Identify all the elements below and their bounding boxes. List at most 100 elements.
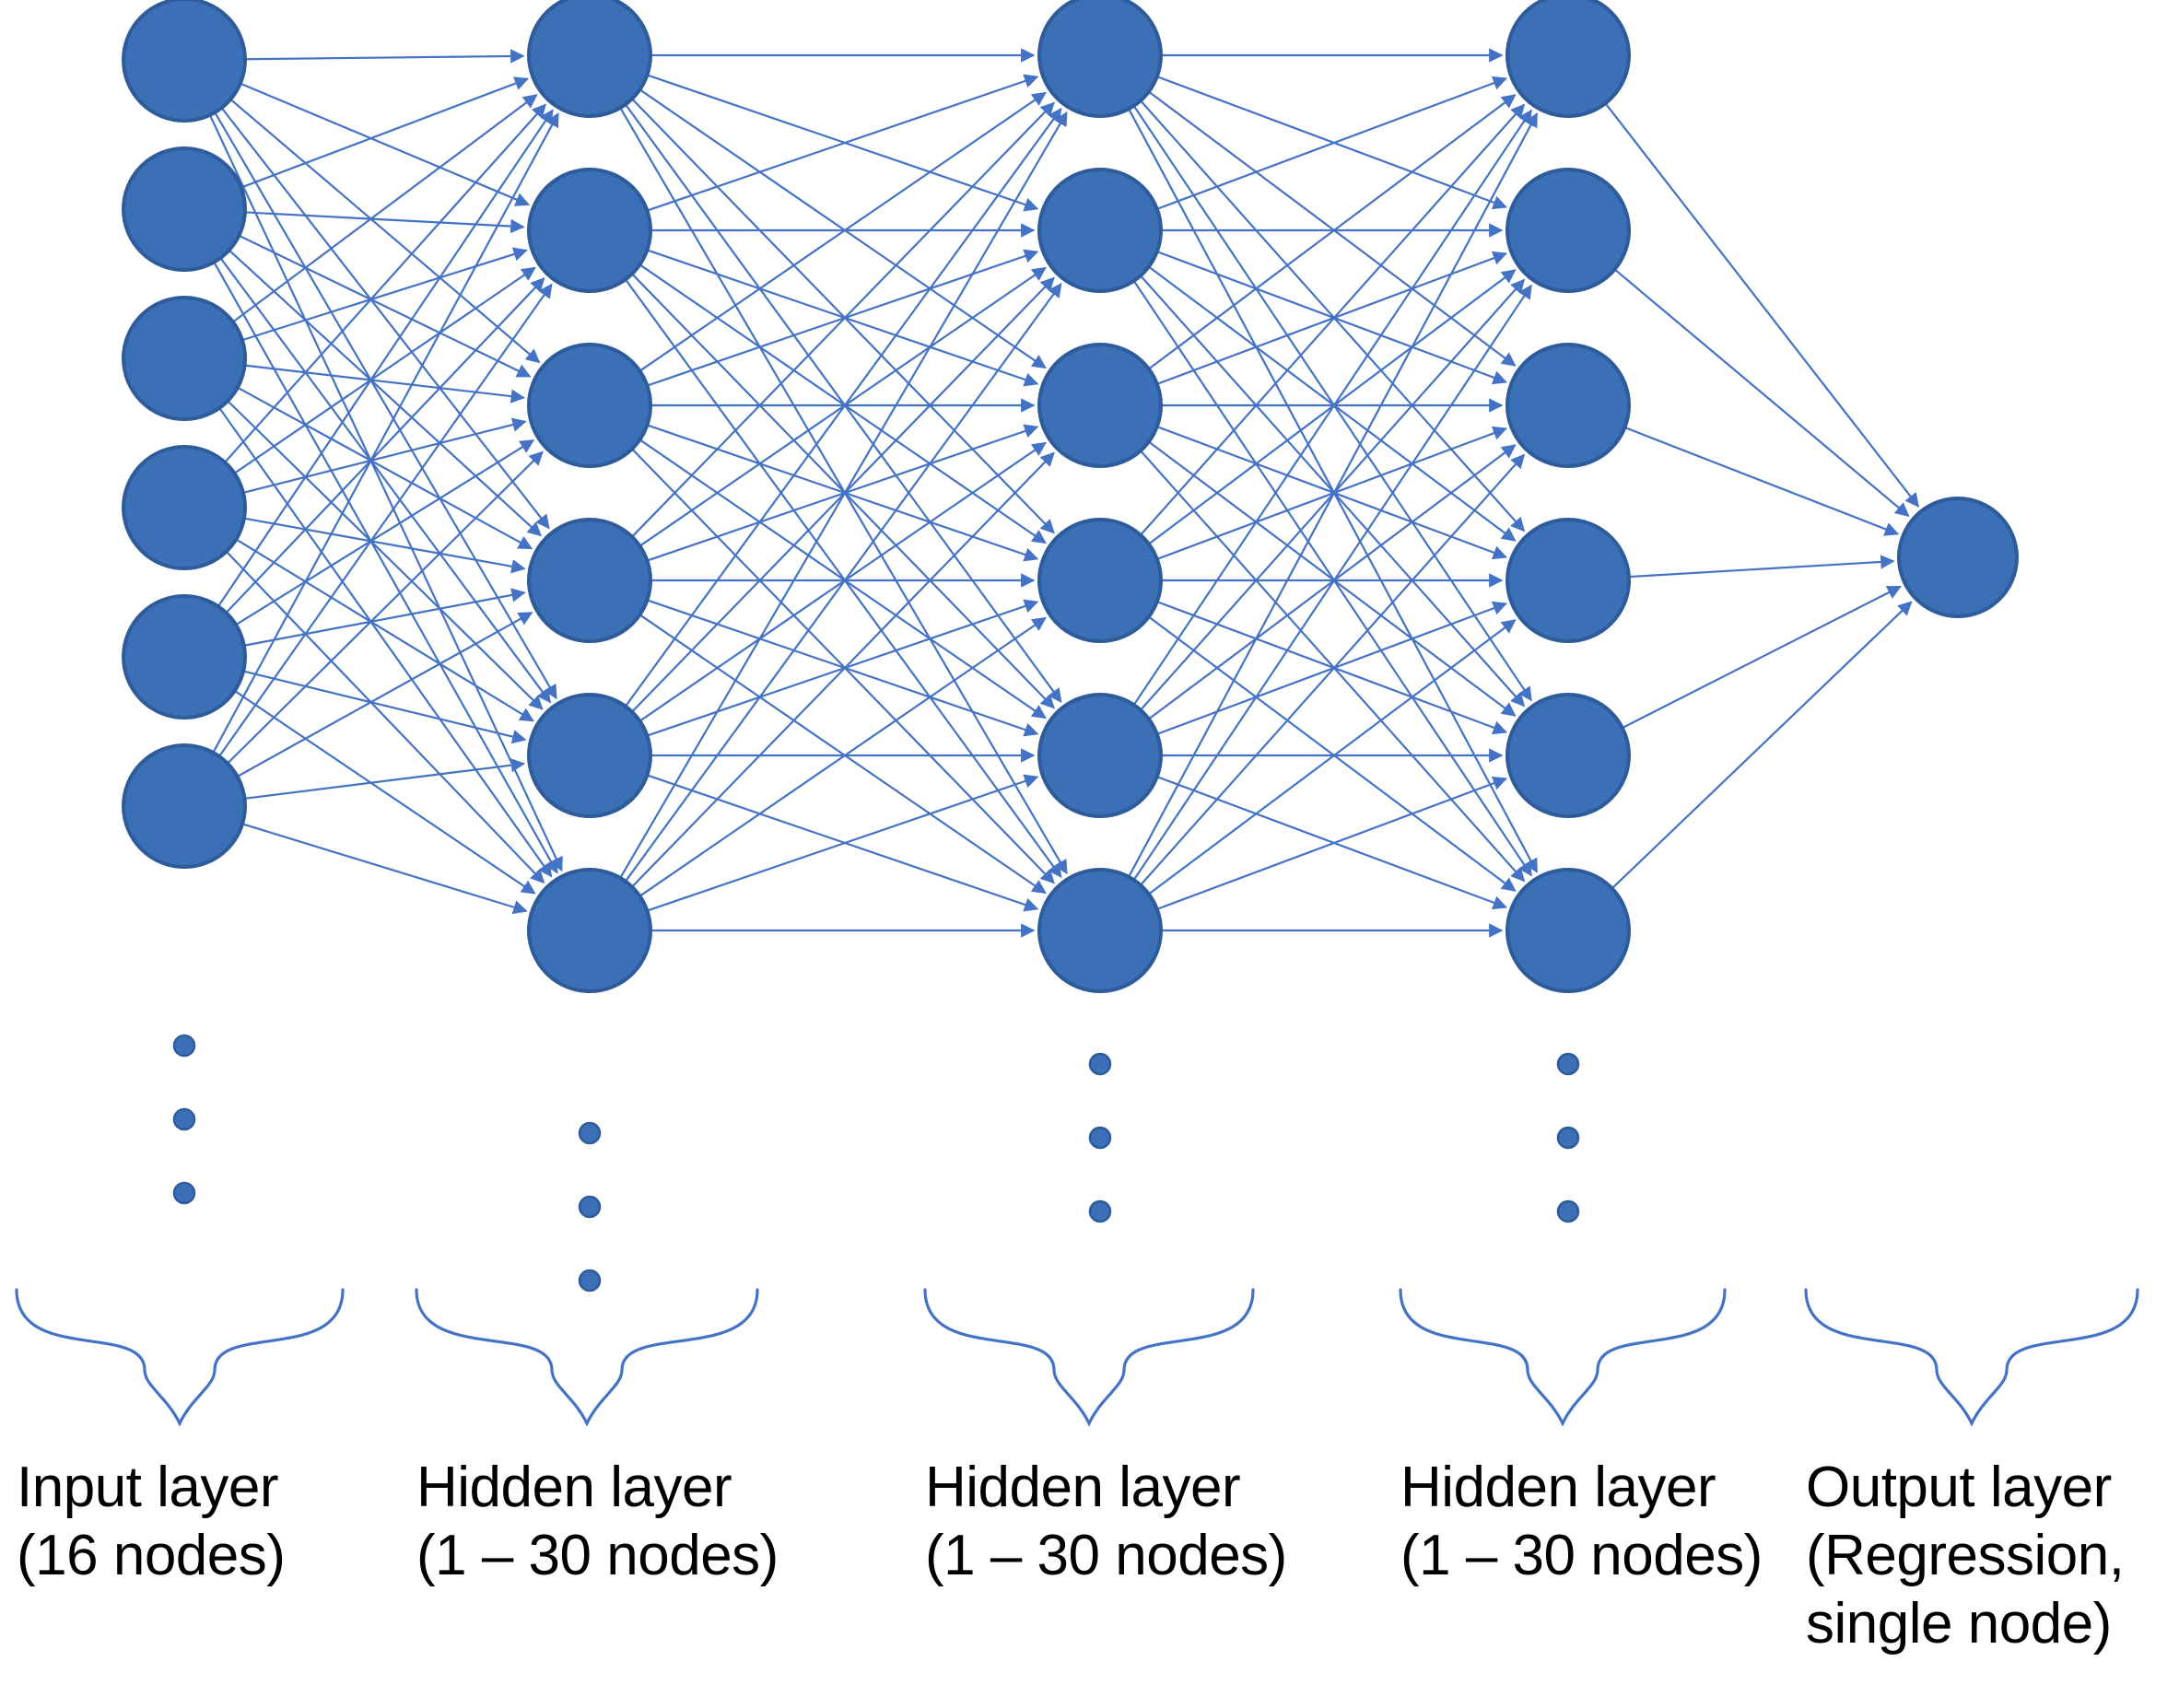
connection-edge bbox=[1148, 440, 1517, 717]
connection-edge bbox=[647, 74, 1039, 212]
connection-edge bbox=[1628, 555, 1895, 579]
connection-edge bbox=[240, 82, 531, 206]
neuron-node-hidden1-2 bbox=[527, 168, 652, 293]
connection-edge bbox=[232, 94, 538, 323]
layer-label-input: Input layer(16 nodes) bbox=[17, 1454, 286, 1590]
connection-edge bbox=[241, 823, 528, 915]
layer-label-size-output: (Regression, bbox=[1806, 1524, 2125, 1587]
connection-edge bbox=[214, 111, 557, 700]
neuron-node-hidden3-5 bbox=[1505, 693, 1631, 818]
connection-edge bbox=[1156, 426, 1508, 560]
layer-label-name-hidden1: Hidden layer bbox=[416, 1456, 732, 1519]
neuron-nodes bbox=[122, 0, 2019, 993]
connection-edge bbox=[242, 417, 527, 494]
neuron-node-hidden2-1 bbox=[1037, 0, 1163, 118]
connection-edge bbox=[243, 517, 526, 574]
layer-label-hidden2: Hidden layer(1 – 30 nodes) bbox=[925, 1454, 1287, 1590]
layer-label-output: Output layer(Regression,single node) bbox=[1806, 1454, 2125, 1658]
connection-edge bbox=[244, 364, 526, 404]
ellipsis-dot-hidden1-1 bbox=[578, 1121, 602, 1145]
connection-edge bbox=[647, 774, 1039, 912]
connection-edge bbox=[1140, 99, 1526, 532]
connection-edge bbox=[1148, 619, 1517, 895]
connection-edge bbox=[1140, 450, 1526, 883]
connection-edge bbox=[1156, 601, 1508, 735]
ellipsis-dot-hidden2-3 bbox=[1088, 1199, 1112, 1223]
connection-edge bbox=[1132, 284, 1532, 881]
connection-edge bbox=[647, 249, 1039, 387]
connection-edge bbox=[647, 74, 1039, 212]
connection-edge bbox=[638, 91, 1047, 372]
ellipsis-dot-hidden2-1 bbox=[1088, 1052, 1112, 1076]
ellipsis-dot-hidden3-2 bbox=[1556, 1126, 1580, 1150]
layer-braces bbox=[15, 1288, 2139, 1427]
connection-edge bbox=[1148, 615, 1517, 892]
connection-edge bbox=[242, 670, 527, 744]
connection-edge bbox=[1140, 275, 1526, 708]
connection-edge bbox=[229, 98, 541, 364]
connection-edge bbox=[220, 107, 550, 530]
layer-brace-output bbox=[1804, 1288, 2139, 1427]
layer-brace-input bbox=[15, 1288, 345, 1427]
layer-label-size-hidden3: (1 – 30 nodes) bbox=[1400, 1524, 1763, 1587]
connection-edge bbox=[631, 273, 1055, 709]
connection-edge bbox=[1613, 268, 1910, 517]
connection-edge bbox=[647, 249, 1039, 387]
neuron-node-input-2 bbox=[122, 146, 247, 272]
connection-edge bbox=[647, 774, 1039, 912]
layer-label-name-hidden2: Hidden layer bbox=[925, 1456, 1241, 1519]
connection-edge bbox=[219, 257, 552, 704]
connection-edge bbox=[624, 107, 1062, 708]
neuron-node-hidden3-4 bbox=[1505, 518, 1631, 643]
neuron-node-input-6 bbox=[122, 743, 247, 869]
connection-edge bbox=[1156, 601, 1508, 735]
layer-label-name-output: Output layer bbox=[1806, 1456, 2112, 1519]
layer-brace-hidden1 bbox=[415, 1288, 759, 1427]
connection-edge bbox=[1156, 426, 1508, 560]
neuron-node-hidden1-5 bbox=[527, 693, 652, 818]
ellipsis-dot-hidden3-1 bbox=[1556, 1052, 1580, 1076]
connection-edge bbox=[224, 103, 546, 463]
connection-edge bbox=[225, 277, 545, 614]
layer-label-size-input: (16 nodes) bbox=[17, 1524, 286, 1587]
neuron-node-hidden3-2 bbox=[1505, 168, 1631, 293]
connection-edge bbox=[1604, 102, 1920, 508]
neuron-node-hidden3-3 bbox=[1505, 343, 1631, 468]
connection-edge bbox=[244, 211, 525, 234]
neuron-node-input-4 bbox=[122, 445, 247, 570]
connection-edge bbox=[1128, 112, 1539, 878]
connection-edge bbox=[647, 599, 1039, 737]
connection-edge bbox=[638, 616, 1047, 897]
connection-edge bbox=[638, 614, 1047, 895]
connection-edge bbox=[638, 263, 1047, 544]
connection-edge bbox=[1132, 109, 1532, 706]
connection-edge bbox=[647, 599, 1039, 737]
connection-edge bbox=[233, 266, 536, 474]
connection-edge bbox=[1622, 585, 1902, 730]
ellipsis-dot-input-3 bbox=[172, 1181, 196, 1205]
layer-label-name-hidden3: Hidden layer bbox=[1400, 1456, 1716, 1519]
layer-brace-hidden3 bbox=[1399, 1288, 1727, 1427]
connection-edge bbox=[647, 424, 1039, 562]
connection-edge bbox=[227, 450, 544, 765]
connection-edge bbox=[631, 448, 1055, 884]
connection-edge bbox=[1156, 76, 1508, 210]
ellipsis-dots bbox=[172, 1034, 1580, 1293]
connection-edge bbox=[208, 114, 563, 872]
ellipsis-dot-hidden1-2 bbox=[578, 1195, 602, 1219]
neuron-node-hidden1-1 bbox=[527, 0, 652, 118]
neuron-node-input-1 bbox=[122, 0, 247, 123]
neuron-node-hidden2-4 bbox=[1037, 518, 1163, 643]
ellipsis-dot-hidden2-2 bbox=[1088, 1126, 1112, 1150]
connection-edge bbox=[1156, 776, 1508, 910]
layer-label-size-hidden2: (1 – 30 nodes) bbox=[925, 1524, 1287, 1587]
connection-edge bbox=[638, 439, 1047, 719]
neuron-node-hidden1-4 bbox=[527, 518, 652, 643]
connection-edge bbox=[218, 283, 553, 757]
layer-label-hidden3: Hidden layer(1 – 30 nodes) bbox=[1400, 1454, 1763, 1590]
connection-edge bbox=[244, 758, 526, 800]
connection-edge bbox=[213, 261, 558, 874]
connection-edge bbox=[225, 550, 545, 884]
connection-edge bbox=[1140, 103, 1526, 536]
